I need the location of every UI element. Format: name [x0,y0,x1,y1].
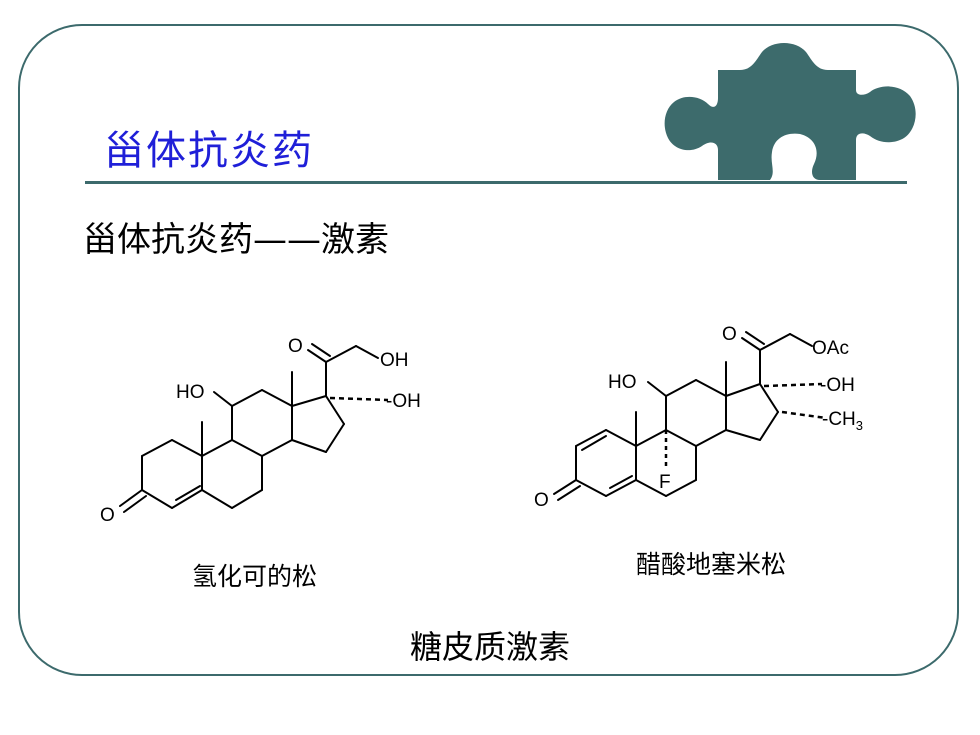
dex-c3-oxygen: O [534,490,549,511]
hydrocortisone-structure: O O OH -OH HO [100,336,421,526]
hc-c20-oxygen: O [288,336,303,357]
dex-c16-methyl: -CH3 [822,409,863,433]
dex-c16-methyl-subscript: 3 [856,418,863,433]
compound-name-dexamethasone-acetate: 醋酸地塞米松 [636,550,787,579]
puzzle-piece-icon [664,43,916,180]
dex-acetate-group: OAc [812,338,849,359]
dexamethasone-acetate-structure: O O OAc -OH -CH3 HO F [534,324,863,511]
dex-c20-oxygen: O [722,324,737,345]
hc-c3-oxygen: O [100,505,115,526]
slide-frame [18,24,959,676]
title-divider [85,181,907,184]
dex-c9-fluorine: F [659,472,671,493]
slide-footer: 糖皮质激素 [409,628,570,666]
hc-c11-hydroxyl: HO [176,382,205,403]
dex-c17-hydroxyl: -OH [820,375,855,396]
dex-c11-hydroxyl: HO [608,372,637,393]
hc-c21-hydroxyl: OH [380,350,409,371]
slide-subtitle: 甾体抗炎药——激素 [83,220,389,260]
puzzle-piece-shape [664,43,916,180]
hc-c17-hydroxyl: -OH [386,391,421,412]
dex-c16-methyl-ch: -CH [822,409,856,430]
compound-name-hydrocortisone: 氢化可的松 [192,562,318,591]
slide-title: 甾体抗炎药 [104,128,314,174]
